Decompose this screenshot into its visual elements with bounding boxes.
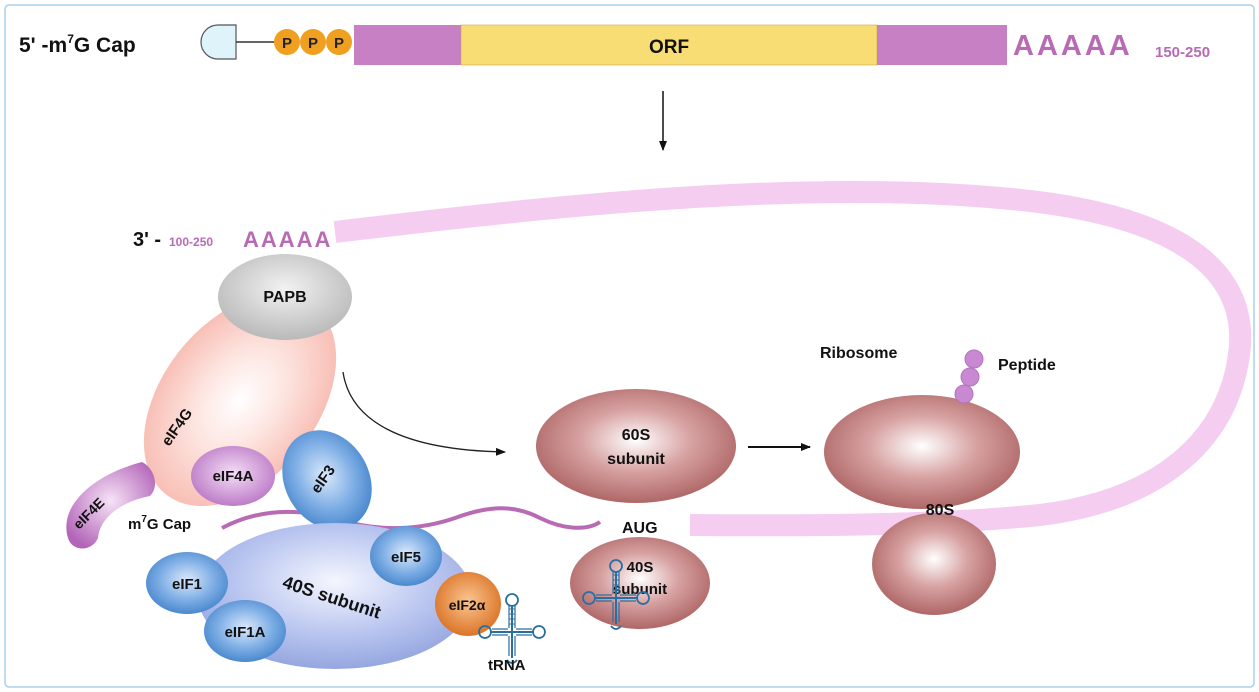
- initiation-complex: eIF4G PAPB eIF4E m7G Cap eIF4A eIF3 40S …: [66, 254, 602, 674]
- eif2a-shape: [435, 572, 501, 636]
- eif1-label: eIF1: [172, 576, 202, 593]
- subunit-60s-line2: subunit: [607, 451, 665, 468]
- eif4a-label: eIF4A: [213, 468, 254, 485]
- mrna-wave: [221, 506, 602, 531]
- papb-label: PAPB: [263, 289, 306, 306]
- eif1-shape: [146, 552, 228, 614]
- eif1a-label: eIF1A: [225, 624, 266, 641]
- loop-3prime-label: 3' -: [133, 229, 161, 251]
- loop-polya-length: 100-250: [169, 235, 213, 249]
- ribosome-label: Ribosome: [820, 345, 897, 362]
- subunit-40s-small-line1: 40S: [627, 559, 654, 576]
- cap-shape: [200, 24, 237, 60]
- subunit-60s-line1: 60S: [622, 427, 651, 444]
- ribosome-80s: 80S Ribosome Peptide: [820, 345, 1056, 615]
- aug-label: AUG: [622, 520, 658, 537]
- phosphate-3-label: P: [334, 35, 344, 52]
- phosphate-2-label: P: [308, 35, 318, 52]
- eif5-shape: [370, 526, 442, 586]
- loop-polya-label: AAAAA: [243, 227, 332, 252]
- subunit-60s-shape: [536, 389, 736, 503]
- curved-arrow: [342, 371, 506, 456]
- trna-label: tRNA: [488, 657, 526, 674]
- eif5-label: eIF5: [391, 549, 421, 566]
- phosphate-1-label: P: [282, 35, 292, 52]
- orf-label: ORF: [649, 37, 689, 58]
- papb-shape: [218, 254, 352, 340]
- subunit-40s-small-line2: subunit: [613, 581, 667, 598]
- utr-5-bar: [354, 25, 461, 65]
- eif4a-shape: [191, 446, 275, 506]
- peptide-bead-2: [960, 367, 980, 387]
- polya-length-label: 150-250: [1155, 44, 1210, 61]
- eif2a-label: eIF2α: [449, 597, 486, 613]
- eif1a-shape: [204, 600, 286, 662]
- phosphate-3: [326, 29, 352, 55]
- eif3-shape: [282, 430, 372, 530]
- ribosome-large-shape: [824, 395, 1020, 509]
- mrna-cap-label: 5' -m7G Cap: [19, 32, 136, 57]
- peptide-bead-1: [964, 349, 984, 369]
- utr-3-bar: [877, 25, 1007, 65]
- separate-subunits: 60S subunit AUG 40S subunit: [536, 389, 736, 630]
- subunit-40s-small-shape: [570, 537, 710, 629]
- peptide-bead-3: [954, 384, 974, 404]
- peptide-label: Peptide: [998, 357, 1056, 374]
- polya-tail-label: AAAAA: [1013, 30, 1133, 62]
- phosphate-2: [300, 29, 326, 55]
- eif4e-shape: [66, 462, 156, 549]
- cap-label-complex: m7G Cap: [128, 514, 191, 533]
- ribosome-small-shape: [872, 513, 996, 615]
- phosphate-1: [274, 29, 300, 55]
- mrna-strip: 5' -m7G Cap P P P ORF AAAAA 150-250: [19, 24, 1210, 151]
- ribosome-80s-label: 80S: [926, 502, 955, 519]
